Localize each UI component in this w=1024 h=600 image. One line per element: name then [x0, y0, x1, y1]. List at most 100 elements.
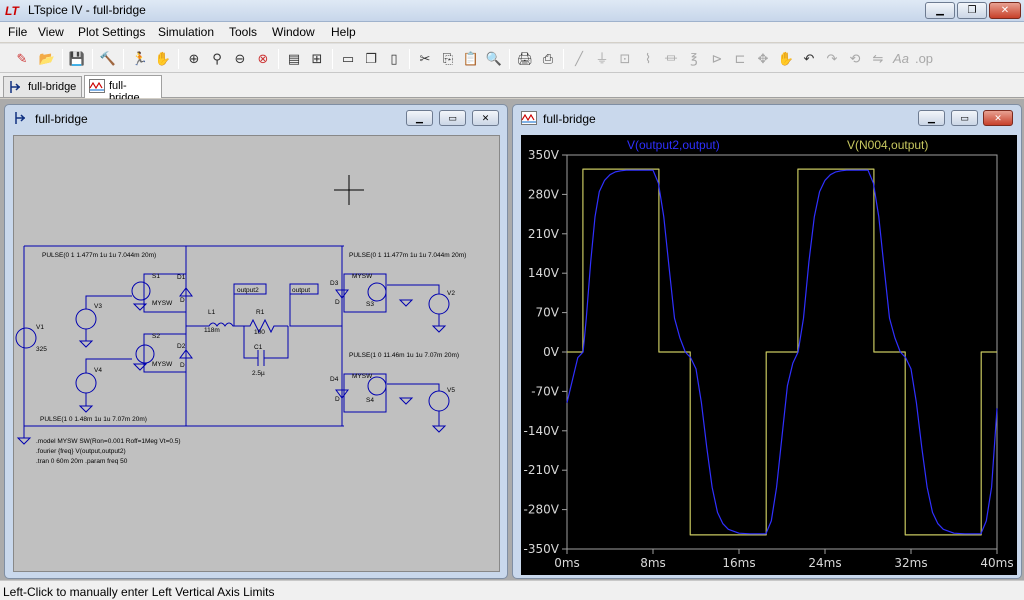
- run-icon[interactable]: 🏃: [131, 51, 149, 66]
- d2-model-label: D: [180, 362, 185, 369]
- minimize-button[interactable]: ▁: [925, 2, 955, 19]
- menu-bar: File View Plot Settings Simulation Tools…: [0, 22, 1024, 42]
- drag-icon[interactable]: ✋: [777, 51, 795, 66]
- waveform-icon: [89, 79, 105, 93]
- zoom-out-icon[interactable]: ⊖: [234, 51, 246, 66]
- series-line: [566, 169, 998, 535]
- cut-icon[interactable]: ✂: [419, 51, 431, 66]
- component-icon[interactable]: ⊏: [734, 51, 746, 66]
- capacitor-icon[interactable]: ⏛: [664, 51, 678, 66]
- close-button[interactable]: ✕: [989, 2, 1021, 19]
- s1-model-label: MYSW: [152, 300, 173, 307]
- legend-series-1[interactable]: V(output2,output): [627, 138, 720, 152]
- find-icon[interactable]: 🔍: [485, 51, 503, 66]
- menu-view[interactable]: View: [38, 25, 64, 39]
- waveform-minimize-button[interactable]: ▁: [918, 110, 945, 126]
- menu-file[interactable]: File: [8, 25, 28, 39]
- waveform-icon: [521, 111, 537, 125]
- inductor-icon[interactable]: ℥: [690, 51, 698, 66]
- text-icon[interactable]: Aa: [893, 51, 909, 66]
- x-tick-label: 0ms: [554, 556, 580, 570]
- tab-schematic[interactable]: full-bridge: [3, 76, 82, 97]
- zoom-pan-icon[interactable]: ⚲: [212, 51, 222, 66]
- y-tick-label: 280V: [528, 187, 560, 201]
- spice-directive-icon[interactable]: .op: [914, 51, 934, 66]
- y-tick-label: -210V: [524, 463, 560, 477]
- schematic-close-button[interactable]: ✕: [472, 110, 499, 126]
- rotate-icon[interactable]: ⟲: [849, 51, 861, 66]
- copy-icon[interactable]: ⎘: [442, 51, 454, 66]
- halt-icon[interactable]: ✋: [154, 51, 172, 66]
- print-icon[interactable]: ⎙: [542, 51, 554, 66]
- menu-tools[interactable]: Tools: [229, 25, 258, 39]
- status-text: Left-Click to manually enter Left Vertic…: [3, 585, 275, 599]
- s4-model-label: MYSW: [352, 373, 373, 380]
- d1-label: D1: [177, 274, 186, 281]
- waveform-restore-button[interactable]: ▭: [951, 110, 978, 126]
- y-tick-label: 0V: [543, 345, 560, 359]
- directive-model: .model MYSW SW(Ron=0.001 Roff=1Meg Vt=0.…: [36, 438, 181, 445]
- maximize-button[interactable]: ❐: [957, 2, 987, 19]
- toolbar: ✎ 📂 💾 🔨 🏃 ✋ ⊕ ⚲ ⊖ ⊗ ▤ ⊞ ▭ ❐ ▯ ✂ ⎘ 📋 🔍 🖨 …: [0, 43, 1024, 73]
- v5-label: V5: [447, 387, 455, 394]
- mirror-icon[interactable]: ⇋: [872, 51, 884, 66]
- open-icon[interactable]: 📂: [38, 51, 56, 66]
- diode-icon[interactable]: ⊳: [711, 51, 723, 66]
- schematic-window: full-bridge ▁ ▭ ✕: [4, 104, 508, 579]
- r1-value: 100: [254, 329, 265, 336]
- y-tick-label: 140V: [528, 266, 560, 280]
- resistor-icon[interactable]: ⌇: [644, 51, 652, 66]
- r1-label: R1: [256, 309, 265, 316]
- label-net-icon[interactable]: ⊡: [619, 51, 631, 66]
- menu-window[interactable]: Window: [272, 25, 315, 39]
- d4-label: D4: [330, 376, 339, 383]
- zoom-cancel-icon[interactable]: ⊗: [257, 51, 269, 66]
- v4-label: V4: [94, 367, 102, 374]
- d3-label: D3: [330, 280, 339, 287]
- tile-vertical-icon[interactable]: ▯: [390, 51, 398, 66]
- print-preview-icon[interactable]: 🖨: [516, 51, 534, 66]
- waveform-plot-pane[interactable]: V(output2,output) V(N004,output) 350V 280…: [521, 135, 1017, 575]
- cascade-icon[interactable]: ❐: [365, 51, 377, 66]
- zoom-full-icon[interactable]: ⊞: [311, 51, 323, 66]
- net-output2-label: output2: [237, 287, 259, 294]
- schematic-canvas[interactable]: PULSE(0 1 1.477m 1u 1u 7.044m 20m) PULSE…: [13, 135, 500, 572]
- schematic-restore-button[interactable]: ▭: [439, 110, 466, 126]
- new-schematic-icon[interactable]: ✎: [16, 51, 28, 66]
- undo-icon[interactable]: ↶: [803, 51, 815, 66]
- save-icon[interactable]: 💾: [68, 51, 86, 66]
- tab-waveform[interactable]: full-bridge: [84, 75, 162, 104]
- mdi-workspace: full-bridge ▁ ▭ ✕: [0, 99, 1024, 580]
- redo-icon[interactable]: ↷: [826, 51, 838, 66]
- zoom-in-icon[interactable]: ⊕: [188, 51, 200, 66]
- tab-schematic-label: full-bridge: [28, 81, 77, 93]
- control-panel-icon[interactable]: 🔨: [99, 51, 117, 66]
- y-tick-label: -70V: [531, 384, 560, 398]
- v1-value: 325: [36, 346, 47, 353]
- waveform-chart: V(output2,output) V(N004,output) 350V 280…: [524, 138, 1014, 570]
- status-bar: Left-Click to manually enter Left Vertic…: [0, 580, 1024, 600]
- tile-horizontal-icon[interactable]: ▭: [341, 51, 355, 66]
- legend-series-2[interactable]: V(N004,output): [847, 138, 928, 152]
- x-tick-label: 40ms: [980, 556, 1013, 570]
- title-bar: LT LTspice IV - full-bridge ▁ ❐ ✕: [0, 0, 1024, 22]
- autorange-icon[interactable]: ▤: [287, 51, 301, 66]
- move-icon[interactable]: ✥: [757, 51, 769, 66]
- s3-model-label: MYSW: [352, 273, 373, 280]
- schematic-drawing: PULSE(0 1 1.477m 1u 1u 7.044m 20m) PULSE…: [15, 175, 466, 465]
- schematic-minimize-button[interactable]: ▁: [406, 110, 433, 126]
- paste-icon[interactable]: 📋: [462, 51, 480, 66]
- draw-wire-icon[interactable]: ╱: [575, 51, 583, 66]
- v2-label: V2: [447, 290, 455, 297]
- y-tick-label: 350V: [528, 148, 560, 162]
- schematic-window-title: full-bridge: [35, 112, 88, 126]
- menu-help[interactable]: Help: [331, 25, 356, 39]
- menu-simulation[interactable]: Simulation: [158, 25, 215, 39]
- waveform-close-button[interactable]: ✕: [983, 110, 1013, 126]
- ground-icon[interactable]: ⏚: [595, 51, 609, 66]
- s3-label: S3: [366, 301, 374, 308]
- y-tick-label: -140V: [524, 424, 560, 438]
- window-title: LTspice IV - full-bridge: [28, 3, 146, 17]
- pulse-s4-label: PULSE(1 0 11.46m 1u 1u 7.07m 20m): [349, 352, 459, 359]
- menu-plot-settings[interactable]: Plot Settings: [78, 25, 146, 39]
